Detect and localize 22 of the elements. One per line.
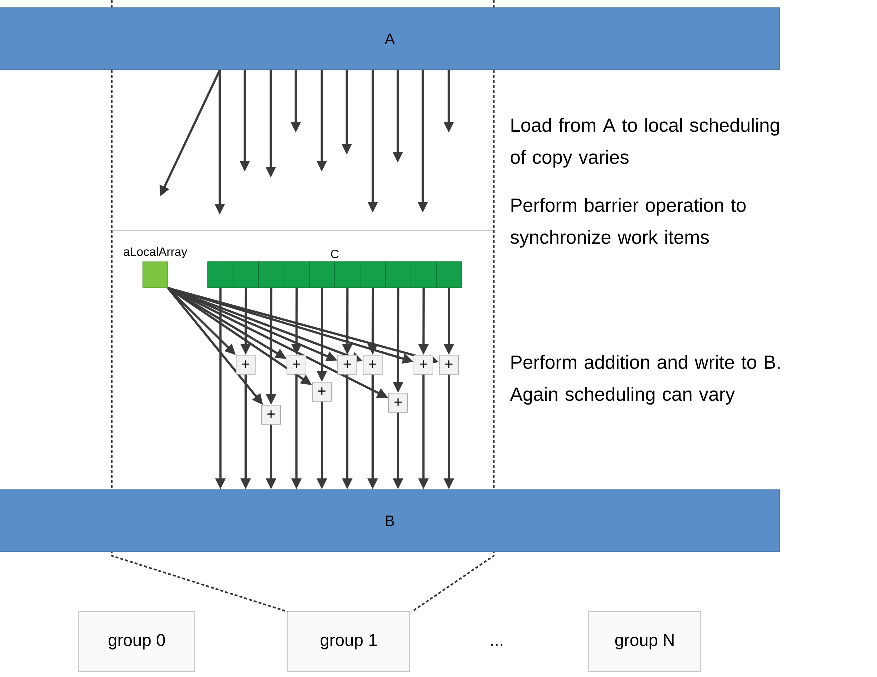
note-text: Load from A to local scheduling of copy varies (511, 118, 780, 168)
array-label: C (331, 250, 339, 258)
local-array-cell: aLocalArray (124, 247, 188, 288)
group-box: group 1 (288, 612, 410, 672)
memory-bar: A (0, 8, 780, 70)
array-cell (309, 262, 336, 288)
group-box: group N (588, 612, 702, 672)
group-box: group 0 (78, 612, 196, 672)
array-cell (208, 262, 234, 288)
array-cell (436, 262, 462, 288)
note-text: Perform barrier operation to synchronize work items (510, 198, 746, 248)
ellipsis: ... (491, 644, 503, 646)
array-cell (334, 262, 361, 288)
memory-bar: B (0, 490, 780, 552)
note-text: Perform addition and write to B. Again scheduling can vary (510, 355, 780, 405)
array-cell (386, 262, 412, 288)
array-cell (360, 262, 386, 288)
node-label: aLocalArray (124, 247, 188, 259)
array-cell (258, 262, 284, 288)
array-cell (284, 262, 310, 288)
array-cell (410, 262, 437, 288)
array-cell (233, 262, 260, 288)
